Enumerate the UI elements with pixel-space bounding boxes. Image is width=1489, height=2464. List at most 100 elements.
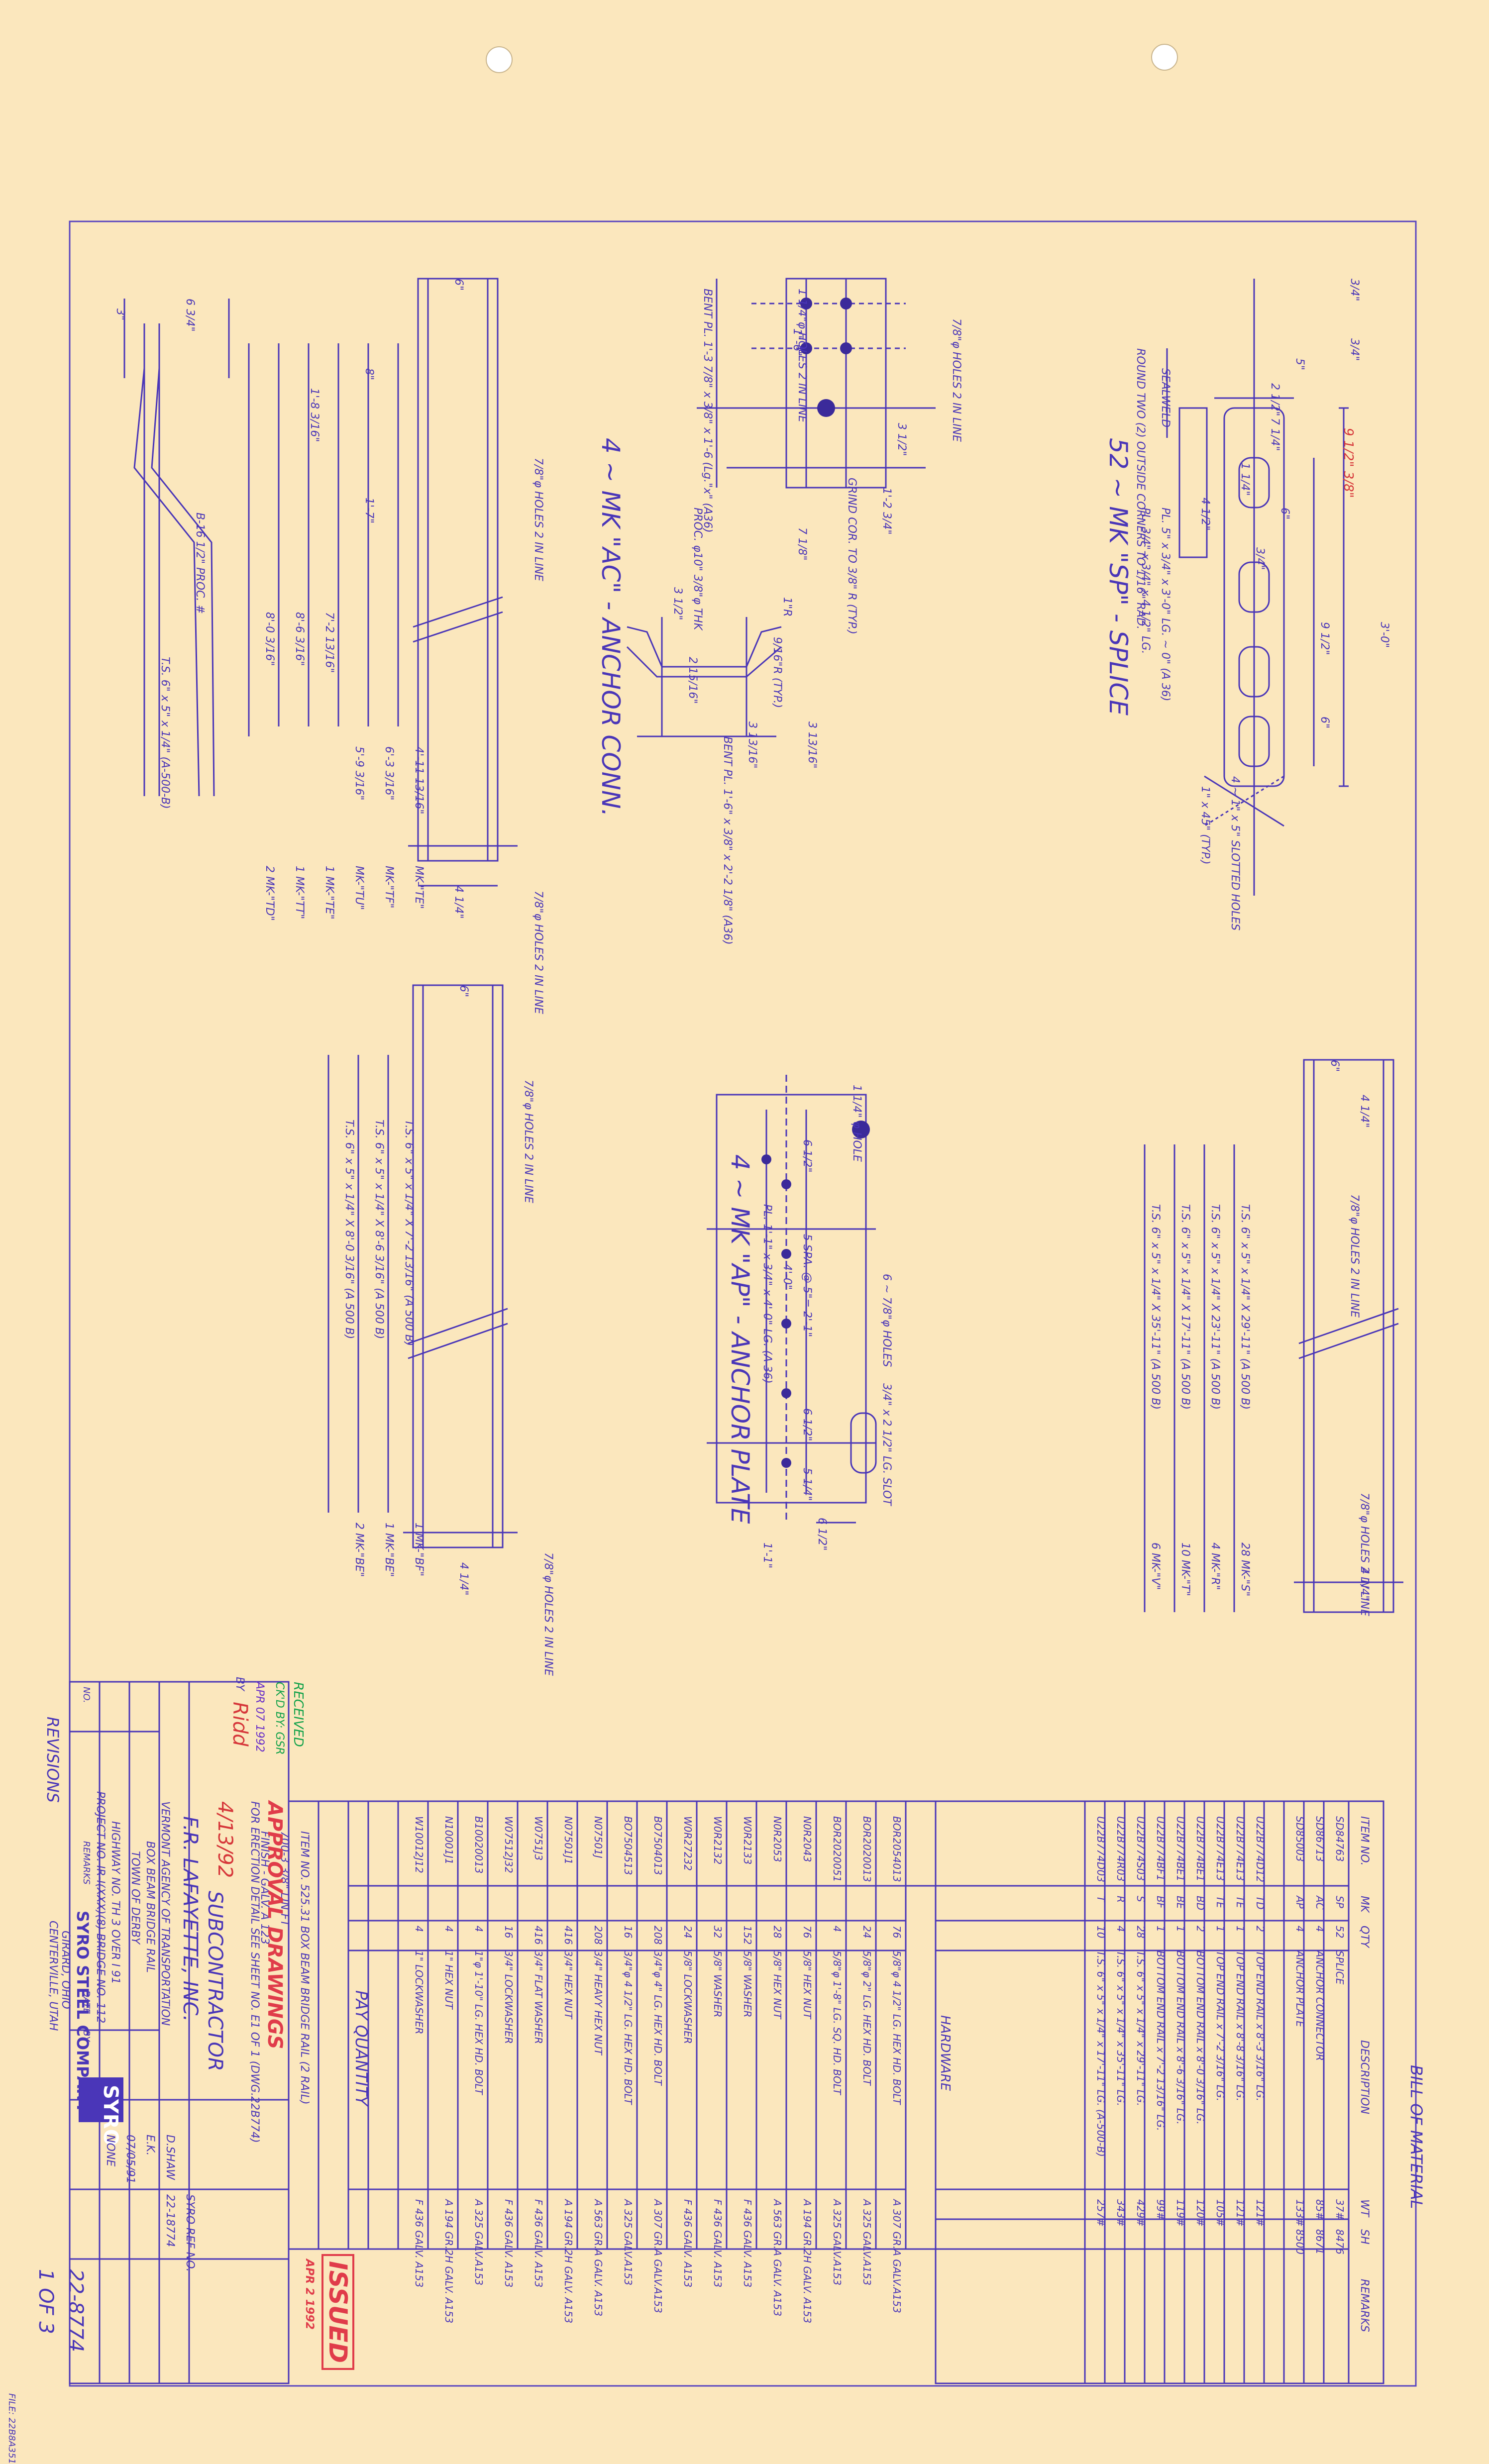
- bom-sh: 8671: [1314, 2229, 1326, 2255]
- hw-qty: 416: [532, 1926, 544, 1945]
- bom-wt: 121#: [1234, 2199, 1246, 2227]
- splice-dim-3ft: 3'-0": [1378, 622, 1390, 648]
- ap-holes2: 6 ~ 7/8"φ HOLES: [880, 1274, 893, 1367]
- hw-item-no: BOR2054013: [891, 1816, 903, 1882]
- bom-mk: TE: [1214, 1896, 1226, 1908]
- ac-dim-3: 1'-2 3/4": [880, 488, 893, 535]
- hw-item-no: BO7504013: [652, 1816, 664, 1875]
- hw-desc: 1" LOCKWASHER: [413, 1951, 425, 2035]
- re-len-4: 5'-9 3/16": [353, 746, 365, 801]
- ac-grind: GRIND COR. TO 3/8" R (TYP.): [846, 478, 858, 634]
- splice-chamfer: 1" x 45" (TYP.): [1199, 786, 1211, 865]
- re-holes: 7/8"φ HOLES 2 IN LINE: [532, 458, 544, 582]
- hw-qty: 4: [473, 1926, 485, 1932]
- hw-qty: 4: [831, 1926, 843, 1932]
- ap-dim-4: 5 1/4": [801, 1468, 813, 1501]
- hw-qty: 76: [891, 1926, 903, 1939]
- tb-ref-no: 22-18774: [164, 2194, 176, 2247]
- hw-spec: A 563 GR.A GALV. A153: [771, 2199, 783, 2317]
- bom-wt: 85#: [1314, 2199, 1326, 2221]
- hw-desc: 1"φ 1'-10" LG. HEX HD. BOLT: [473, 1951, 485, 2095]
- hw-spec: A 194 GR.2H GALV. A153: [801, 2199, 813, 2324]
- bom-mk: R: [1115, 1896, 1127, 1903]
- hw-desc: 3/4"φ 4" LG. HEX HD. BOLT: [652, 1951, 664, 2085]
- bom-qty: 2: [1254, 1926, 1266, 1932]
- bom-h-wt: WT: [1358, 2199, 1371, 2217]
- tb-rail: BOX BEAM BRIDGE RAIL: [144, 1841, 156, 1973]
- tb-revisions: REVISIONS: [43, 1717, 62, 1803]
- bom-h-mk: MK: [1358, 1896, 1371, 1913]
- bom-desc: SPLICE: [1334, 1951, 1346, 1985]
- hw-spec: F 436 GALV. A153: [712, 2199, 724, 2288]
- re-len-2: 8'-6 3/16": [293, 612, 306, 666]
- hw-qty: 416: [562, 1926, 574, 1945]
- hw-spec: A 325 GALV.A153: [861, 2199, 873, 2286]
- tb-city2: CENTERVILLE, UTAH: [47, 1921, 59, 2031]
- tb-drawn: D.SHAW: [164, 2135, 176, 2180]
- hw-desc: 5/8" HEX NUT: [801, 1951, 813, 2019]
- ac-dim-8: 3 13/16": [806, 721, 818, 769]
- hw-spec: A 325 GALV.A153: [473, 2199, 485, 2286]
- splice-dim-h: 6": [1278, 508, 1291, 520]
- hw-spec: F 436 GALV. A153: [413, 2199, 425, 2288]
- hw-qty: 208: [652, 1926, 664, 1945]
- re-mark-5: MK-"TF": [383, 866, 395, 909]
- stamp-ckd: CK'D BY: GSR: [273, 1682, 286, 1755]
- hw-item-no: N07501J1: [562, 1816, 574, 1865]
- br-mark-1: 2 MK-"BE": [353, 1523, 365, 1577]
- ap-len: 4'-0": [781, 1264, 793, 1290]
- hw-desc: 5/8"φ 1'-8" LG. SQ. HD. BOLT: [831, 1951, 843, 2095]
- ac-dim-7: 3 13/16": [746, 721, 758, 769]
- tb-highway: HIGHWAY NO. TH 3 OVER I 91: [109, 1821, 121, 1984]
- tb-date: 07/05/91: [124, 2135, 136, 2184]
- hw-desc: 5/8" WASHER: [712, 1951, 724, 2018]
- re-holes-b: 7/8"φ HOLES 2 IN LINE: [532, 891, 544, 1015]
- pay-title: PAY QUANTITY: [352, 1990, 371, 2106]
- re-dim-1ft7: 1'-7": [363, 498, 375, 524]
- bom-sh: 8500: [1294, 2229, 1306, 2255]
- bom-item-no: U22B774S03: [1135, 1816, 1147, 1881]
- hw-desc: 1" HEX NUT: [443, 1951, 455, 2009]
- hw-qty: 208: [592, 1926, 604, 1945]
- stamp-by: BY: [233, 1677, 246, 1691]
- br-mark-3: 1 MK-"BF": [413, 1523, 425, 1577]
- ac-bent1: BENT PL. 1'-3 7/8" x 3/8" x 1'-6 (Lg."x"…: [701, 289, 714, 533]
- sr-item-1: T.S. 6" x 5" x 1/4" X 29'-11" (A 500 B): [1239, 1204, 1251, 1410]
- br-holes-b: 7/8"φ HOLES 2 IN LINE: [542, 1552, 554, 1676]
- bom-qty: 52: [1334, 1926, 1346, 1939]
- splice-dim-d: 2 1/2": [1269, 383, 1281, 416]
- splice-dim-j: 6": [1318, 717, 1331, 729]
- hw-spec: F 436 GALV. A153: [503, 2199, 515, 2288]
- hw-desc: 5/8"φ 4 1/2" LG. HEX HD. BOLT: [891, 1951, 903, 2105]
- splice-seal: SEALWELD: [1159, 368, 1171, 428]
- bom-qty: 1: [1234, 1926, 1246, 1932]
- bom-wt: 343#: [1115, 2199, 1127, 2227]
- tb-subcontractor: SUBCONTRACTOR: [204, 1891, 226, 2071]
- hw-item-no: BOR2020051: [831, 1816, 843, 1882]
- ac-bent2: BENT PL. 1'-6" x 3/8" x 2'-2 1/8" (A36): [721, 736, 734, 945]
- punch-hole-left: [486, 46, 513, 73]
- punch-hole-right: [1151, 44, 1178, 71]
- splice-title: 52 ~ MK "SP" - SPLICE: [1104, 438, 1133, 716]
- bom-qty: 1: [1214, 1926, 1226, 1932]
- hw-item-no: N0R2053: [771, 1816, 783, 1862]
- bom-item-no: U22B774BE1: [1194, 1816, 1206, 1882]
- re-dim-634: 6 3/4": [184, 299, 196, 332]
- bom-mk: BF: [1155, 1896, 1167, 1909]
- re-end-414: 4 1/4": [452, 886, 465, 919]
- splice-dim-k: 7 1/4": [1269, 418, 1281, 451]
- bom-mk: TD: [1254, 1896, 1266, 1910]
- hw-item-no: W0R2132: [712, 1816, 724, 1865]
- bom-desc: T.S. 6" x 5" x 1/4" x 17'-11" LG. (A-500…: [1095, 1951, 1107, 2157]
- bom-item-no: U22B774E13: [1234, 1816, 1246, 1881]
- splice-red-markup: 9 1/2" 3/8": [1341, 428, 1356, 498]
- hw-spec: A 325 GALV.A153: [622, 2199, 634, 2286]
- sr-holes: 7/8"φ HOLES 2 IN LINE: [1348, 1194, 1361, 1318]
- bom-h-qty: QTY: [1358, 1926, 1371, 1948]
- splice-dim-e: 1 1/4": [1239, 463, 1251, 496]
- ac-dim-4: 7 1/8": [796, 527, 808, 561]
- bom-h-item: ITEM NO.: [1358, 1816, 1371, 1866]
- bom-mk: BD: [1194, 1896, 1206, 1911]
- re-len-1: 8'-0 3/16": [263, 612, 276, 666]
